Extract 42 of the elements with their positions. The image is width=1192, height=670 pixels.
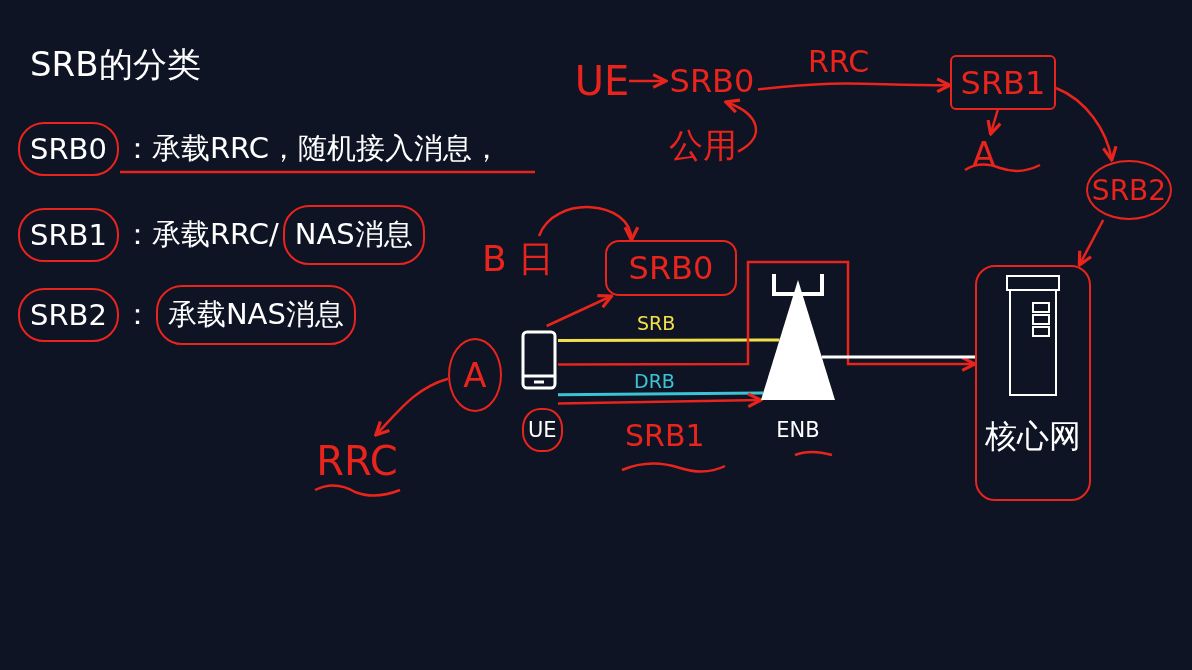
arrow — [1055, 86, 1118, 162]
edge-label: DRB — [634, 370, 675, 392]
handwritten-text: RRC — [310, 435, 404, 487]
circled-term: SRB0 — [18, 122, 119, 176]
handwritten-circle: SRB2 — [1086, 160, 1172, 220]
handwritten-text: UE — [575, 55, 629, 107]
definition-text: ：承载RRC，随机接入消息， — [121, 130, 502, 167]
connector-line — [558, 338, 780, 342]
edge-label: RRC — [808, 44, 870, 79]
handwritten-text: B 日 — [476, 236, 560, 282]
circled-term: SRB1 — [18, 208, 119, 262]
node-label: 核心网 — [985, 416, 1081, 457]
arrow — [546, 293, 614, 328]
arrow — [757, 77, 952, 94]
definition-text: ： — [121, 296, 153, 333]
handwritten-text: SRB0 — [666, 60, 758, 102]
handwritten-circle: A — [448, 338, 502, 412]
arrow — [1077, 219, 1105, 267]
connector-line — [558, 391, 764, 397]
edge-label: SRB — [637, 312, 676, 334]
core-network-box — [975, 265, 1091, 501]
definition-text: ：承载RRC/ — [121, 216, 280, 253]
handwritten-text: 公用 — [668, 118, 738, 174]
arrow — [629, 73, 668, 89]
circled-term: 承载NAS消息 — [155, 285, 356, 345]
slide-title: SRB的分类 — [30, 43, 201, 86]
device-label: UE — [522, 408, 563, 452]
handwritten-text: A — [962, 134, 1006, 174]
handwritten-note: SRB1 — [625, 418, 705, 453]
arrow — [724, 99, 758, 153]
handwritten-box: SRB0 — [605, 240, 737, 296]
arrow — [374, 377, 449, 437]
arrow — [558, 260, 977, 372]
tower-icon — [760, 272, 836, 402]
arrow — [557, 392, 763, 409]
circled-term: NAS消息 — [282, 205, 425, 265]
arrow — [537, 206, 638, 242]
circled-term: SRB2 — [18, 288, 119, 342]
connector-line — [821, 355, 975, 359]
device-label: ENB — [775, 418, 821, 442]
handwritten-box: SRB1 — [950, 55, 1056, 110]
arrow — [986, 109, 1002, 136]
